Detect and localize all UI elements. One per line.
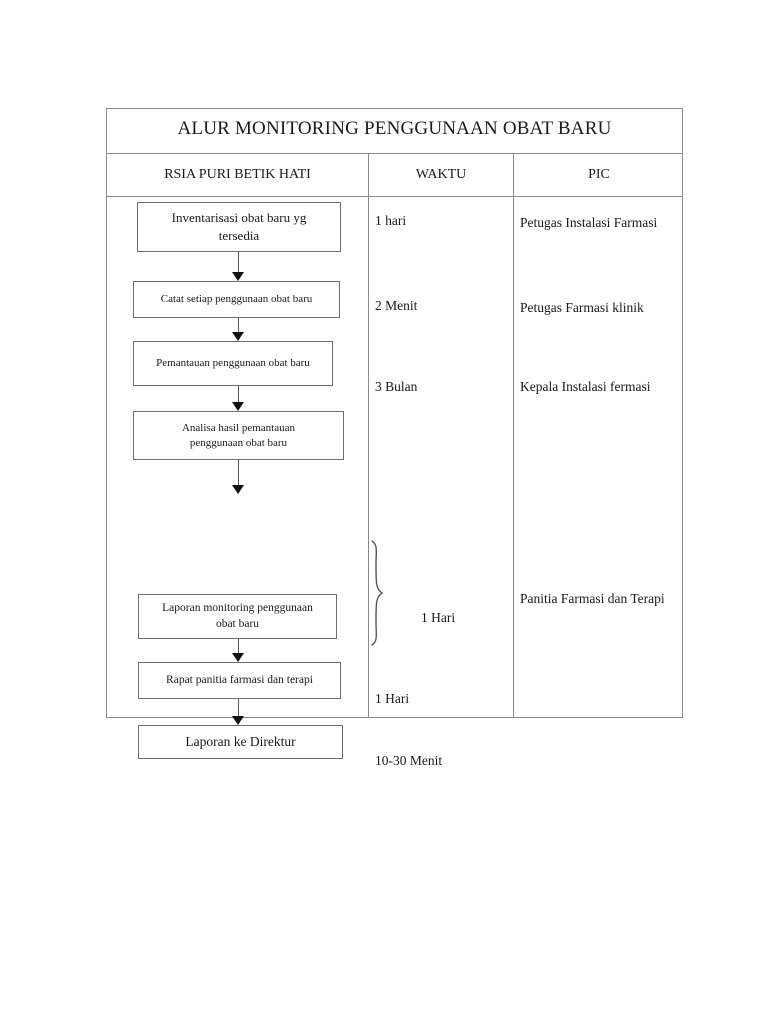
column-divider-2 xyxy=(513,197,514,717)
flow-step-6[interactable]: Rapat panitia farmasi dan terapi xyxy=(138,662,341,699)
flow-step-6-line1: Rapat panitia farmasi dan terapi xyxy=(166,673,313,686)
page-title: ALUR MONITORING PENGGUNAAN OBAT BARU xyxy=(177,118,612,139)
flow-step-1[interactable]: Inventarisasi obat baru yg tersedia xyxy=(137,202,341,252)
column-header-unit: RSIA PURI BETIK HATI xyxy=(164,167,311,182)
flow-step-3-line1: Pemantauan penggunaan obat baru xyxy=(156,357,310,370)
grouping-brace-icon xyxy=(368,539,386,647)
flow-step-3[interactable]: Pemantauan penggunaan obat baru xyxy=(133,341,333,386)
document-title-row: ALUR MONITORING PENGGUNAAN OBAT BARU xyxy=(107,109,682,154)
flow-step-2-line1: Catat setiap penggunaan obat baru xyxy=(160,293,313,306)
column-header-pic: PIC xyxy=(513,154,684,196)
pic-item-2: Petugas Farmasi klinik xyxy=(520,300,644,315)
column-divider-1 xyxy=(368,197,369,717)
flow-step-5-line1: Laporan monitoring penggunaan xyxy=(162,601,313,614)
waktu-item-6: 10-30 Menit xyxy=(375,753,443,768)
flowchart-column: Inventarisasi obat baru yg tersedia Cata… xyxy=(107,197,368,759)
pic-item-4: Panitia Farmasi dan Terapi xyxy=(520,589,665,609)
waktu-item-5: 1 Hari xyxy=(375,691,410,706)
waktu-item-4-braced: 1 Hari xyxy=(421,610,456,625)
waktu-item-1: 1 hari xyxy=(375,213,407,228)
flow-step-1-line1: Inventarisasi obat baru yg xyxy=(171,210,307,226)
flow-step-7[interactable]: Laporan ke Direktur xyxy=(138,725,343,759)
column-header-row: RSIA PURI BETIK HATI WAKTU PIC xyxy=(107,154,682,197)
connector-6-to-7 xyxy=(232,699,245,725)
connector-3-to-4 xyxy=(232,386,245,411)
flowchart-table: ALUR MONITORING PENGGUNAAN OBAT BARU RSI… xyxy=(106,108,684,768)
flow-step-2[interactable]: Catat setiap penggunaan obat baru xyxy=(133,281,340,318)
pic-item-3: Kepala Instalasi fermasi xyxy=(520,379,651,394)
flow-step-7-line1: Laporan ke Direktur xyxy=(185,733,296,749)
column-header-waktu: WAKTU xyxy=(368,154,513,196)
waktu-item-3: 3 Bulan xyxy=(375,379,418,394)
flow-step-5-line2: obat baru xyxy=(215,617,260,630)
flow-step-1-line2: tersedia xyxy=(218,228,260,243)
flow-step-4-line1: Analisa hasil pemantauan xyxy=(181,421,296,434)
connector-2-to-3 xyxy=(232,318,245,341)
pic-item-4-line1: Panitia Farmasi dan xyxy=(520,591,628,606)
connector-1-to-2 xyxy=(232,252,245,281)
connector-5-to-6 xyxy=(232,639,245,662)
pic-column: Petugas Instalasi Farmasi Petugas Farmas… xyxy=(513,197,684,717)
flow-step-4-line2: penggunaan obat baru xyxy=(189,436,288,449)
flow-step-5[interactable]: Laporan monitoring penggunaan obat baru xyxy=(138,594,337,639)
waktu-column: 1 hari 2 Menit 3 Bulan 1 Hari 1 Hari 10-… xyxy=(368,197,513,768)
pic-item-4-line2: Terapi xyxy=(630,591,665,606)
connector-4-to-5 xyxy=(232,460,245,494)
pic-item-1: Petugas Instalasi Farmasi xyxy=(520,215,658,230)
waktu-item-2: 2 Menit xyxy=(375,298,418,313)
flow-step-4[interactable]: Analisa hasil pemantauan penggunaan obat… xyxy=(133,411,344,460)
